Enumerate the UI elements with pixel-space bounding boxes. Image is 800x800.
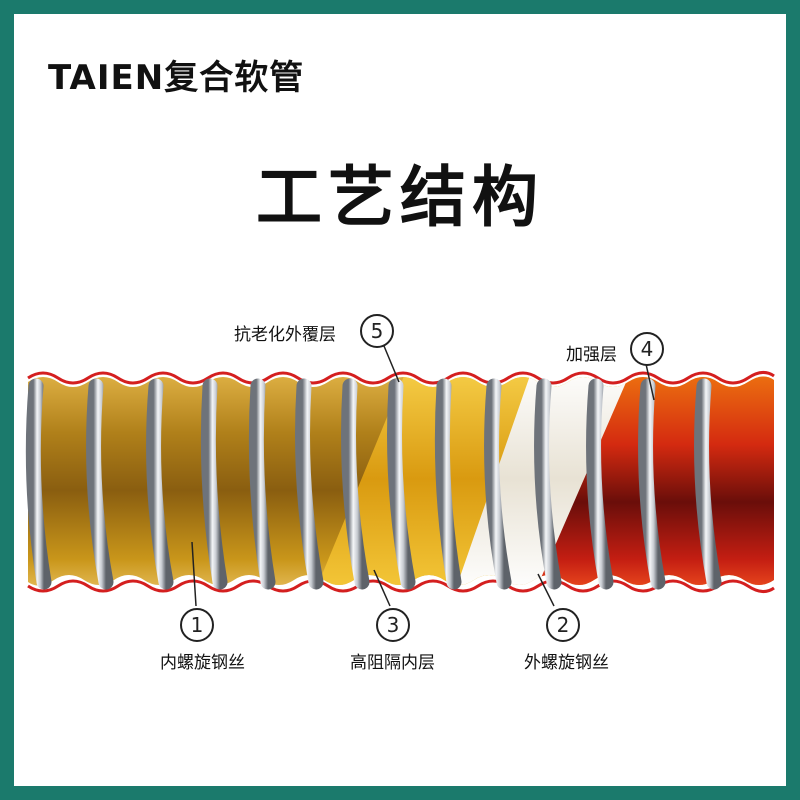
top-outer-edge-line: [27, 371, 775, 385]
brand-title: TAIEN复合软管: [48, 58, 305, 98]
layer-4-number: 4: [630, 332, 664, 366]
layer-5-number: 5: [360, 314, 394, 348]
hose-cutaway-illustration: [25, 345, 775, 607]
layer-2-number: 2: [546, 608, 580, 642]
layer-3-label: 高阻隔内层: [350, 653, 435, 673]
callout-leader-lines: [191, 345, 655, 607]
steel-wire-helix: [25, 378, 722, 590]
frame: TAIEN复合软管 工艺结构: [14, 14, 786, 786]
layer-3-number: 3: [376, 608, 410, 642]
layer-1-label: 内螺旋钢丝: [160, 653, 245, 673]
layer-1-number: 1: [180, 608, 214, 642]
layer-4-label: 加强层: [566, 345, 617, 365]
layer-2-label: 外螺旋钢丝: [524, 653, 609, 673]
diagram-heading: 工艺结构: [256, 159, 544, 236]
layer-5-label: 抗老化外覆层: [234, 325, 336, 345]
